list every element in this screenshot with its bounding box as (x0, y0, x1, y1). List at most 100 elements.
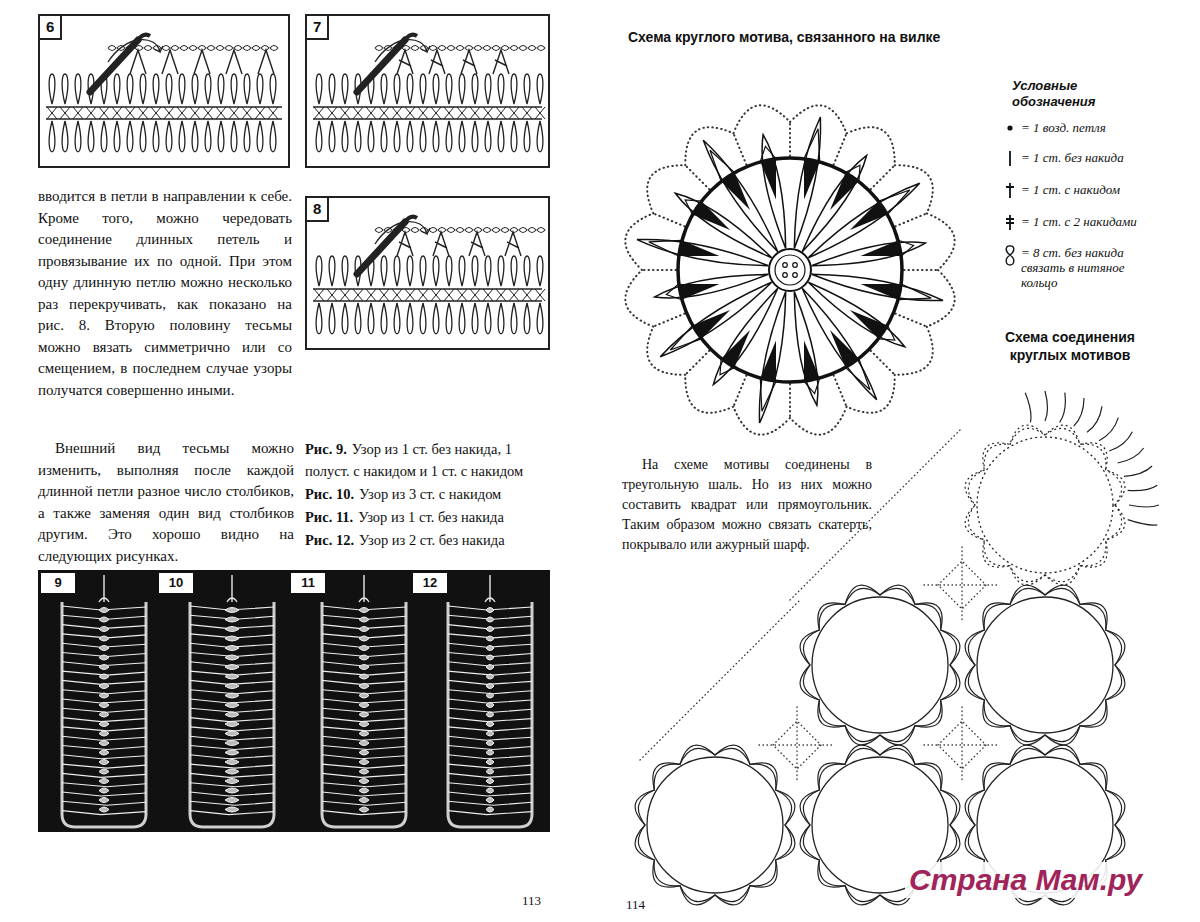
thread (99, 575, 109, 602)
upper-loops (316, 74, 543, 104)
stitch-wedge (804, 159, 820, 200)
stitch-wedge (861, 284, 902, 300)
braid (486, 608, 494, 813)
body-text: вводится в петли в направлении к себе. К… (38, 186, 292, 401)
direction-arrow (375, 40, 430, 62)
figure-ref: Рис. 10. (305, 486, 354, 502)
figure-number-box: 10 (158, 572, 194, 594)
legend-symbol (1003, 120, 1017, 142)
figure-number-box: 11 (290, 572, 326, 594)
stitch-wedge (649, 240, 682, 256)
center-button (775, 255, 805, 285)
legend-text: = 1 возд. петля (1021, 120, 1153, 135)
sc-symbol (1009, 151, 1011, 166)
stitch-groups (397, 50, 509, 74)
stitch-wedge (879, 326, 895, 340)
long-loop (675, 193, 771, 257)
legend-text: = 1 ст. с 2 накидами (1021, 214, 1153, 229)
chain-stitches (314, 289, 545, 301)
figure-number: 12 (413, 573, 447, 593)
scallop-edge (635, 745, 795, 905)
joining-net (759, 707, 835, 783)
long-loops (448, 606, 532, 815)
hairpin-fork (448, 602, 532, 827)
lower-loops (316, 121, 543, 152)
figure-caption: Узор из 2 ст. без накида (359, 532, 505, 548)
stitch-wedge (879, 190, 910, 214)
outer-scallops (625, 105, 954, 434)
legend-row: = 1 ст. с 2 накидами (1003, 214, 1153, 229)
long-loop (812, 274, 943, 300)
stitch-wedge (861, 240, 902, 256)
dc-symbol (1006, 183, 1014, 198)
stitch-wedge (760, 159, 776, 200)
long-loop (637, 239, 768, 265)
stitch-wedge (720, 359, 734, 375)
braid (225, 608, 239, 813)
stitch-wedge (679, 284, 720, 300)
figure-number: 11 (291, 573, 325, 593)
long-loop (713, 288, 778, 384)
long-loops (322, 606, 406, 815)
stitch-wedge (670, 326, 701, 350)
legend-symbol (1003, 150, 1017, 172)
long-loops (62, 606, 146, 815)
center-button (769, 249, 811, 291)
long-loop (802, 288, 877, 399)
stitch-wedge (760, 378, 776, 411)
motif-circle (977, 597, 1113, 733)
stitch-groups (397, 232, 521, 256)
stitch-wedge (898, 240, 913, 256)
stitch-wedge (692, 310, 730, 339)
stitch-wedge (898, 284, 931, 300)
button-hole (793, 273, 798, 278)
long-loop (794, 117, 820, 248)
long-loop (703, 140, 778, 251)
tr-symbol (1006, 215, 1014, 230)
crochet-hook (357, 222, 405, 274)
stitch-wedge (804, 378, 820, 393)
long-loop (759, 292, 785, 423)
motif-circle (812, 597, 948, 733)
stitch-wedge (804, 129, 820, 162)
figure-ref: Рис. 12. (305, 532, 354, 548)
stitch-groups (130, 50, 274, 74)
hairpin-fork (322, 602, 406, 827)
long-loop (802, 155, 867, 251)
watermark: Страна Мам.ру (905, 862, 1146, 898)
scallop-edge (968, 428, 1121, 581)
stitch-wedge (850, 201, 888, 230)
thread (485, 575, 495, 602)
figure-number: 8 (305, 196, 329, 222)
figure-number: 7 (305, 14, 329, 40)
legend-symbol (1003, 245, 1017, 267)
stitch-wedge (830, 330, 859, 368)
stitch-wedge (710, 150, 734, 181)
chain-spokes (642, 122, 938, 418)
scallop-edge (638, 748, 791, 901)
figure-caption: Узор из 1 ст. без накида (358, 509, 504, 525)
stitch-wedge (846, 165, 860, 181)
figure-number-box: 12 (412, 572, 448, 594)
stitch-wedge (760, 146, 776, 161)
hairpin-fork (190, 602, 274, 827)
caption-row: Рис. 9.Узор из 1 ст. без накида, 1 полус… (305, 438, 553, 482)
braid (359, 608, 369, 813)
scallop-edge (965, 425, 1125, 585)
long-loop (808, 282, 904, 347)
chain-stitches (47, 107, 278, 119)
stitch-wedge (830, 172, 859, 210)
lower-loops (316, 303, 543, 334)
scallop-edge (803, 588, 956, 741)
ring-symbol (1006, 246, 1014, 265)
figure-panel: 6 (38, 14, 290, 168)
figure-ref: Рис. 9. (305, 441, 347, 457)
caption-row: Рис. 12. Узор из 2 ст. без накида (305, 529, 553, 551)
chain-symbol (1007, 125, 1012, 130)
stitch-wedge (721, 330, 750, 368)
figure-ref: Рис. 11. (305, 509, 353, 525)
legend-symbol (1003, 182, 1017, 204)
legend-text: = 1 ст. без накида (1021, 150, 1153, 165)
